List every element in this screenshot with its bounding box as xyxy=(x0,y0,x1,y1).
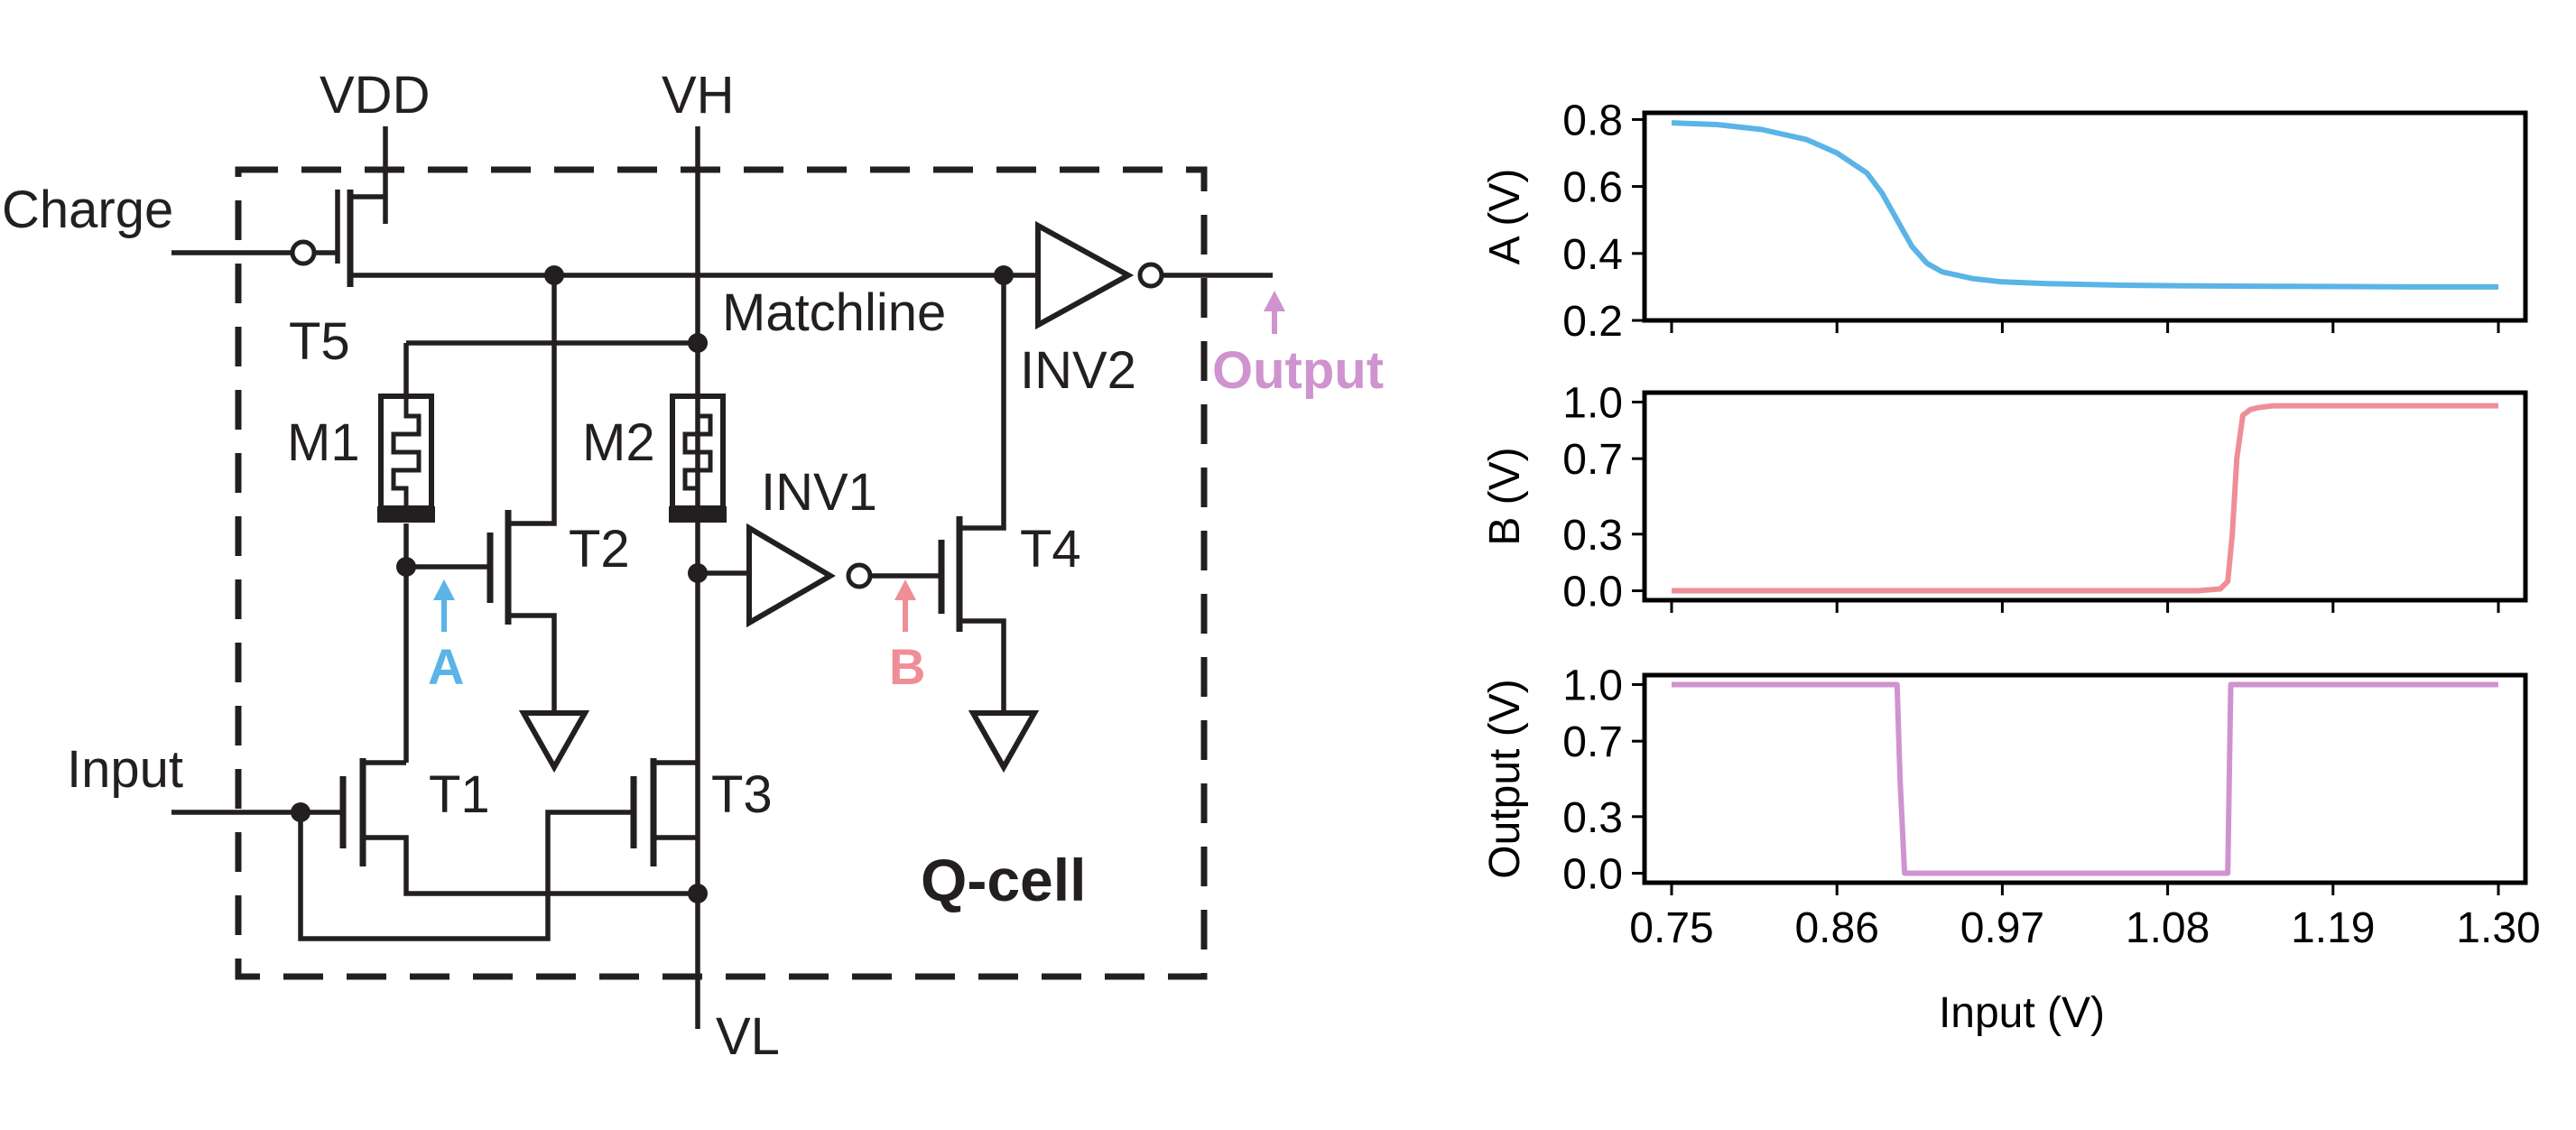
vh-label: VH xyxy=(662,66,735,125)
y-tick-label: 1.0 xyxy=(1562,379,1623,427)
series-line xyxy=(1671,120,2498,290)
t5-label: T5 xyxy=(289,312,350,371)
series-line xyxy=(1672,403,2498,594)
node-a-label: A xyxy=(428,638,464,695)
t2-label: T2 xyxy=(569,520,630,579)
y-tick-label: 0.0 xyxy=(1562,851,1623,899)
inv1-label: INV1 xyxy=(761,463,877,522)
y-tick-label: 0.4 xyxy=(1562,231,1623,279)
x-tick-label: 0.75 xyxy=(1629,904,1713,952)
y-tick-label: 0.3 xyxy=(1562,794,1623,842)
m1-label: M1 xyxy=(287,413,360,472)
node-b-label: B xyxy=(889,638,925,695)
node-a-marker: A xyxy=(428,579,464,695)
vl-label: VL xyxy=(716,1007,780,1066)
chart-frame xyxy=(1642,672,2528,885)
x-tick-label: 1.30 xyxy=(2456,904,2540,952)
m2-label: M2 xyxy=(582,413,655,472)
y-tick-label: 0.7 xyxy=(1562,436,1623,484)
y-tick-label: 0.7 xyxy=(1562,718,1623,766)
vdd-label: VDD xyxy=(320,66,430,125)
node-b-marker: B xyxy=(889,579,925,695)
x-tick-label: 0.97 xyxy=(1960,904,2044,952)
output-marker: Output xyxy=(1212,291,1384,400)
q-cell-circuit: VDD VH Charge T5 Matchline INV2 M1 M2 IN… xyxy=(2,66,1384,1066)
y-axis-label: Output (V) xyxy=(1481,679,1529,878)
series-line xyxy=(1672,681,2498,876)
y-tick-label: 0.8 xyxy=(1562,97,1623,144)
x-tick-label: 1.19 xyxy=(2291,904,2375,952)
y-axis-label: B (V) xyxy=(1481,447,1529,545)
inv2-label: INV2 xyxy=(1020,341,1136,400)
x-axis-label: Input (V) xyxy=(1939,989,2105,1037)
y-tick-label: 0.3 xyxy=(1562,512,1623,560)
x-tick-label: 1.08 xyxy=(2126,904,2210,952)
charts: 0.2 0.4 0.6 0.8 A (V) 0.0 0.3 0.7 1.0 B (V) 0.0 0.3… xyxy=(1481,97,2541,1037)
y-tick-label: 0.0 xyxy=(1562,569,1623,616)
t4-label: T4 xyxy=(1020,520,1081,579)
chart-frame xyxy=(1642,390,2528,603)
q-cell-label: Q-cell xyxy=(921,847,1086,913)
y-axis-label: A (V) xyxy=(1481,169,1529,265)
chart-panel-2: 0.0 0.3 0.7 1.0 B (V) xyxy=(1481,379,2528,616)
chart-frame xyxy=(1642,110,2528,323)
t1-label: T1 xyxy=(429,765,490,824)
output-label: Output xyxy=(1212,341,1384,400)
charge-label: Charge xyxy=(2,181,173,239)
y-tick-label: 1.0 xyxy=(1562,662,1623,709)
chart-panel-3: 0.0 0.3 0.7 1.0 0.75 0.86 0.97 1.08 1.19 1.30 Outp… xyxy=(1481,662,2541,1037)
t3-label: T3 xyxy=(711,765,773,824)
matchline-label: Matchline xyxy=(722,283,946,342)
y-tick-label: 0.6 xyxy=(1562,164,1623,212)
input-label: Input xyxy=(67,740,183,799)
chart-panel-1: 0.2 0.4 0.6 0.8 A (V) xyxy=(1481,97,2528,346)
y-tick-label: 0.2 xyxy=(1562,298,1623,346)
x-tick-label: 0.86 xyxy=(1794,904,1878,952)
